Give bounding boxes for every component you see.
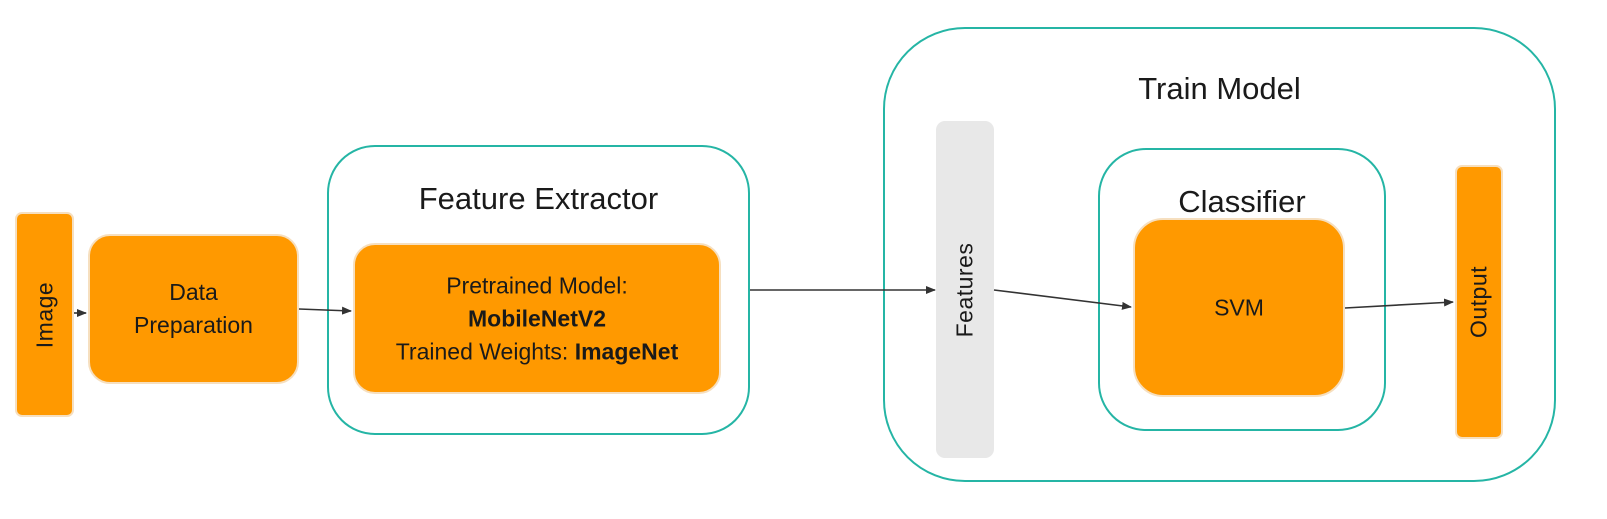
pretrained-model-name-text: MobileNetV2 — [467, 305, 607, 331]
svm-label: SVM — [1214, 294, 1264, 320]
classifier-title: Classifier — [1178, 184, 1306, 219]
trained-weights-name: ImageNet — [574, 338, 679, 364]
output-node-label: Output — [1465, 265, 1492, 339]
pretrained-model-text: Pretrained Model: MobileNetV2 Trained We… — [355, 269, 719, 368]
features-node-label: Features — [951, 242, 978, 337]
svm-node: SVM — [1133, 218, 1345, 397]
trained-weights-line: Trained Weights: ImageNet — [355, 335, 719, 368]
features-node: Features — [936, 121, 994, 458]
pretrained-model-label: Pretrained Model: — [446, 272, 628, 298]
trained-weights-label: Trained Weights: — [395, 338, 575, 364]
data-preparation-node: Data Preparation — [88, 234, 299, 384]
pretrained-model-name: MobileNetV2 — [355, 302, 719, 335]
train-model-title: Train Model — [1138, 71, 1301, 106]
output-node: Output — [1455, 165, 1503, 439]
data-preparation-label: Data Preparation — [90, 276, 297, 342]
data-preparation-line1: Data — [169, 279, 218, 305]
data-preparation-line2: Preparation — [134, 312, 253, 338]
image-node: Image — [15, 212, 74, 417]
feature-extractor-title: Feature Extractor — [418, 181, 659, 216]
pretrained-model-node: Pretrained Model: MobileNetV2 Trained We… — [353, 243, 721, 394]
image-node-label: Image — [31, 281, 57, 348]
